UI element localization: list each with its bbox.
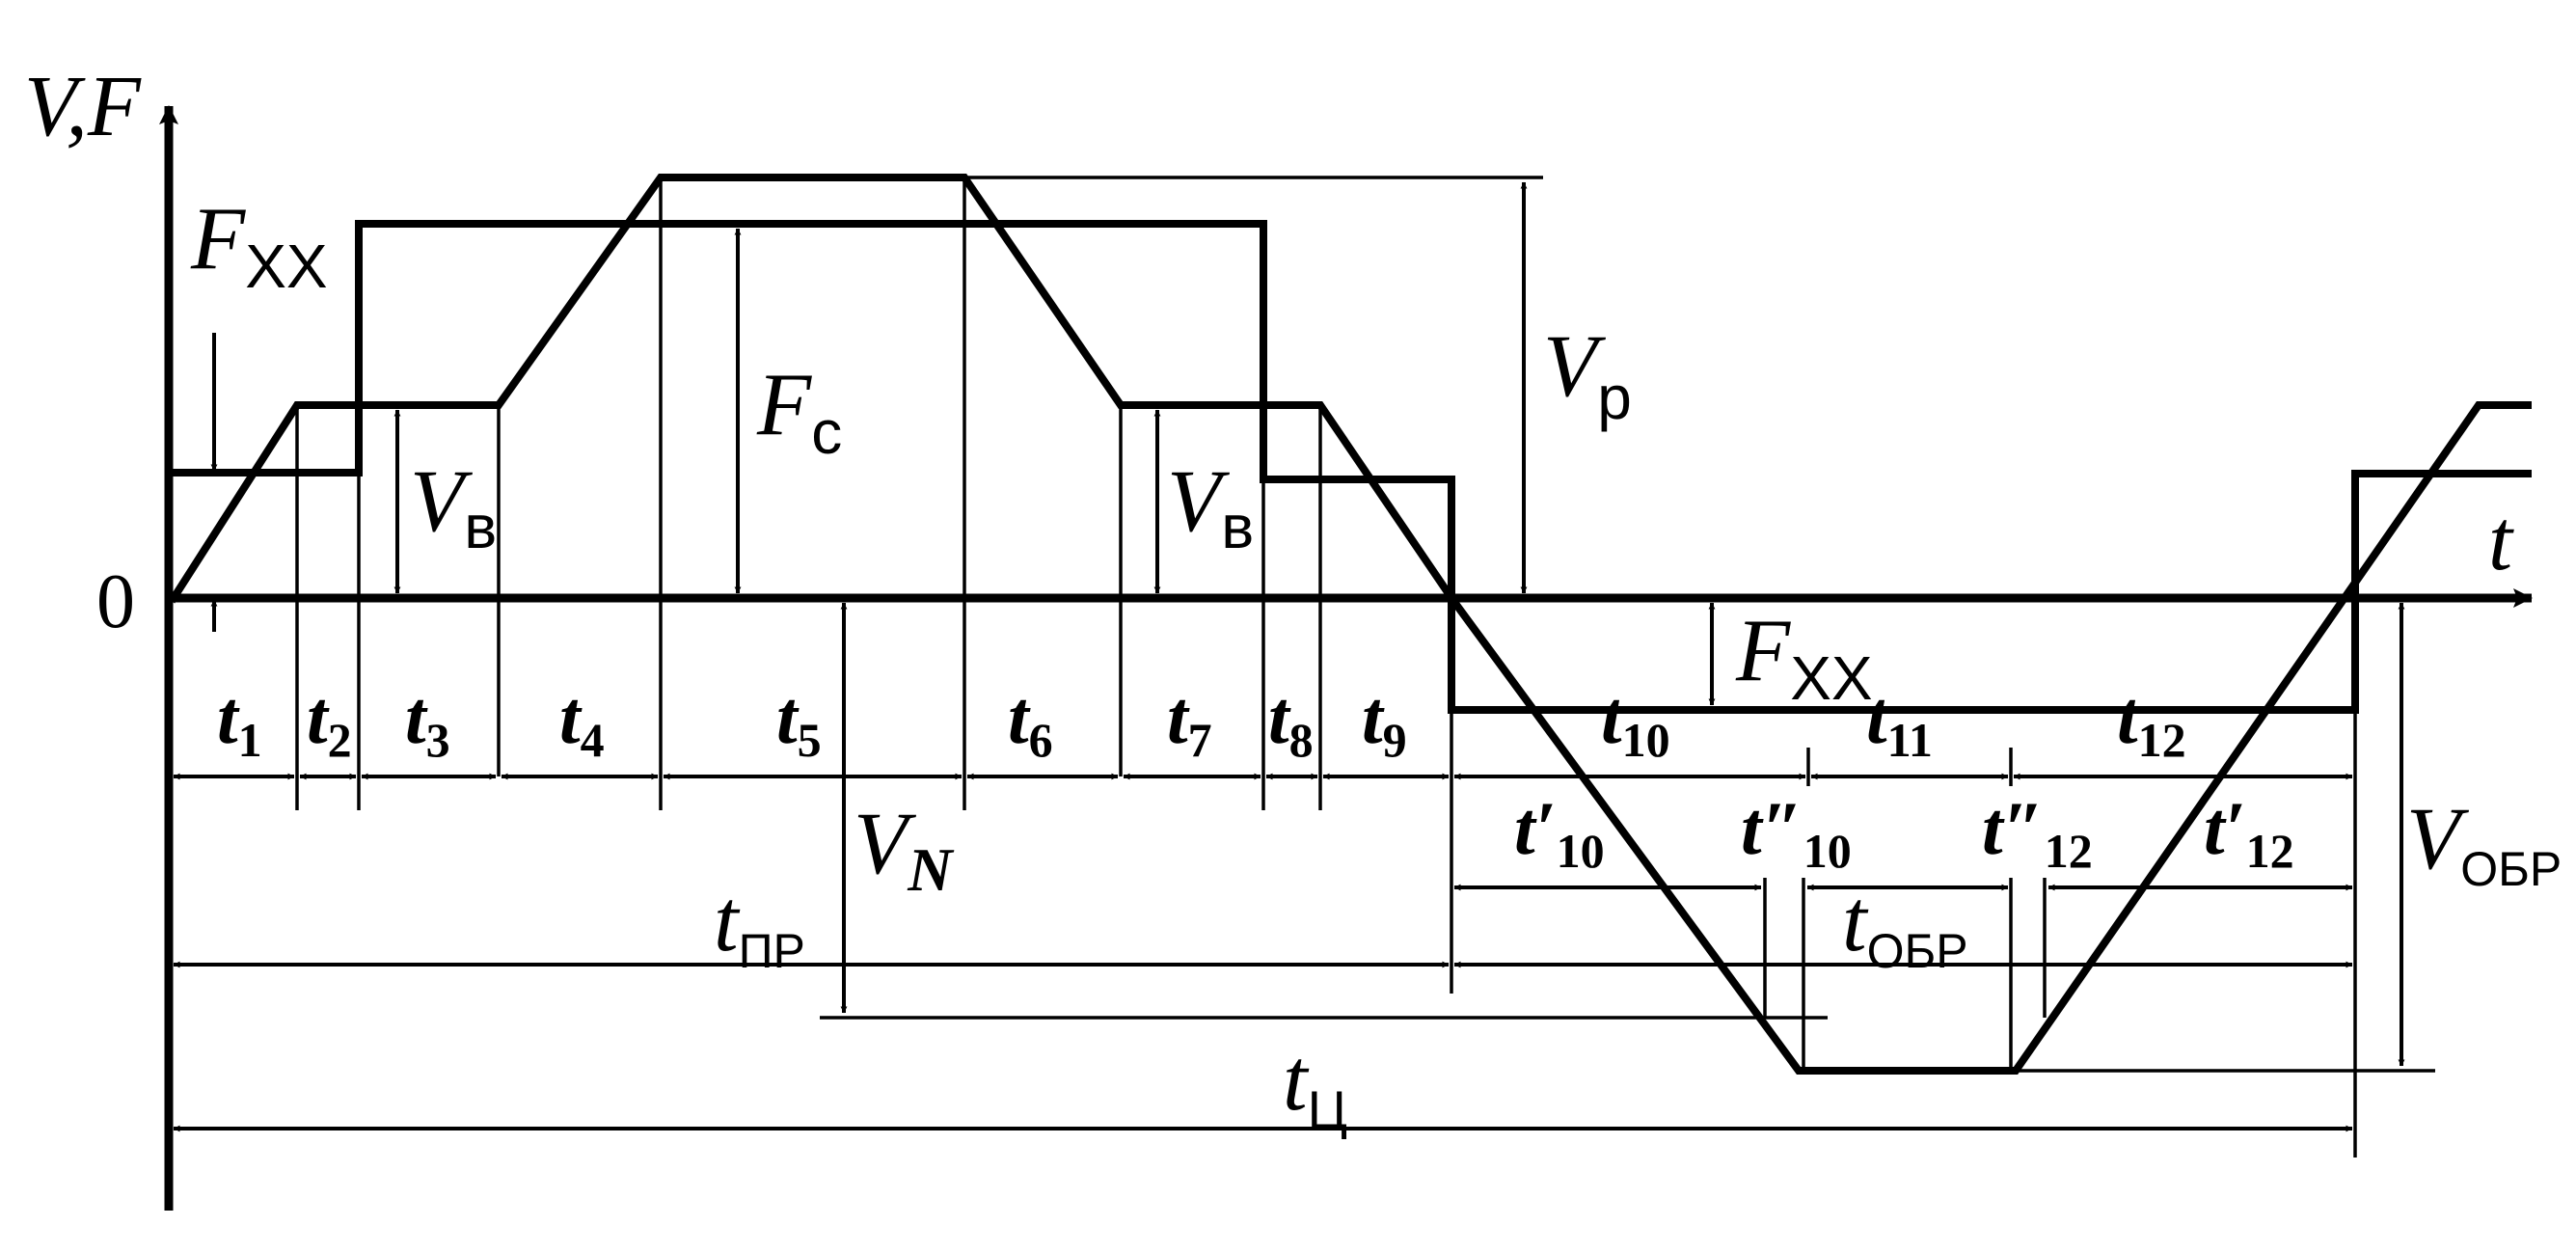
interval-label: t11	[1866, 675, 1933, 767]
f-idle-top-label: FXX	[190, 189, 328, 301]
v-rapid-label: Vр	[1543, 316, 1632, 432]
origin-label: 0	[96, 559, 135, 644]
t-reverse-label: tОБР	[1842, 871, 1968, 978]
force-curve	[170, 220, 2532, 714]
t-forward-label: tПР	[714, 871, 805, 978]
guide-lines	[295, 176, 2435, 1158]
sub-interval-label: t′10	[1514, 786, 1605, 878]
v-rev-label: VОБР	[2406, 789, 2562, 896]
v-in-left-label: Vв	[410, 451, 497, 561]
f-cut-label: Fc	[756, 355, 842, 467]
interval-label: t4	[559, 675, 605, 767]
y-axis-label: V,F	[24, 59, 142, 154]
interval-label: t6	[1008, 675, 1053, 767]
interval-label: t5	[776, 675, 822, 767]
sub-interval-label: t″12	[1982, 786, 2093, 878]
x-axis-label: t	[2488, 493, 2514, 588]
interval-label: t1	[217, 675, 262, 767]
interval-label: t9	[1362, 675, 1407, 767]
v-in-right-label: Vв	[1167, 451, 1254, 561]
v-n-label: VN	[854, 794, 955, 904]
interval-label: t10	[1601, 675, 1670, 767]
t-cycle-label: tЦ	[1283, 1030, 1347, 1140]
sub-interval-label: t′12	[2204, 786, 2294, 878]
interval-label: t12	[2117, 675, 2186, 767]
interval-label: t7	[1167, 675, 1212, 767]
dimension-arrows	[173, 181, 2405, 1132]
velocity-curve	[168, 174, 2532, 1075]
sub-interval-label: t″10	[1741, 786, 1852, 878]
interval-labels: t1 t2 t3 t4 t5 t6 t7 t8 t9 t10 t11 t12	[217, 675, 2186, 767]
interval-label: t3	[405, 675, 450, 767]
sub-interval-labels: t′10 t″10 t″12 t′12	[1514, 786, 2294, 878]
interval-label: t8	[1268, 675, 1314, 767]
interval-label: t2	[307, 675, 352, 767]
f-idle-bottom-label: FXX	[1735, 601, 1873, 713]
